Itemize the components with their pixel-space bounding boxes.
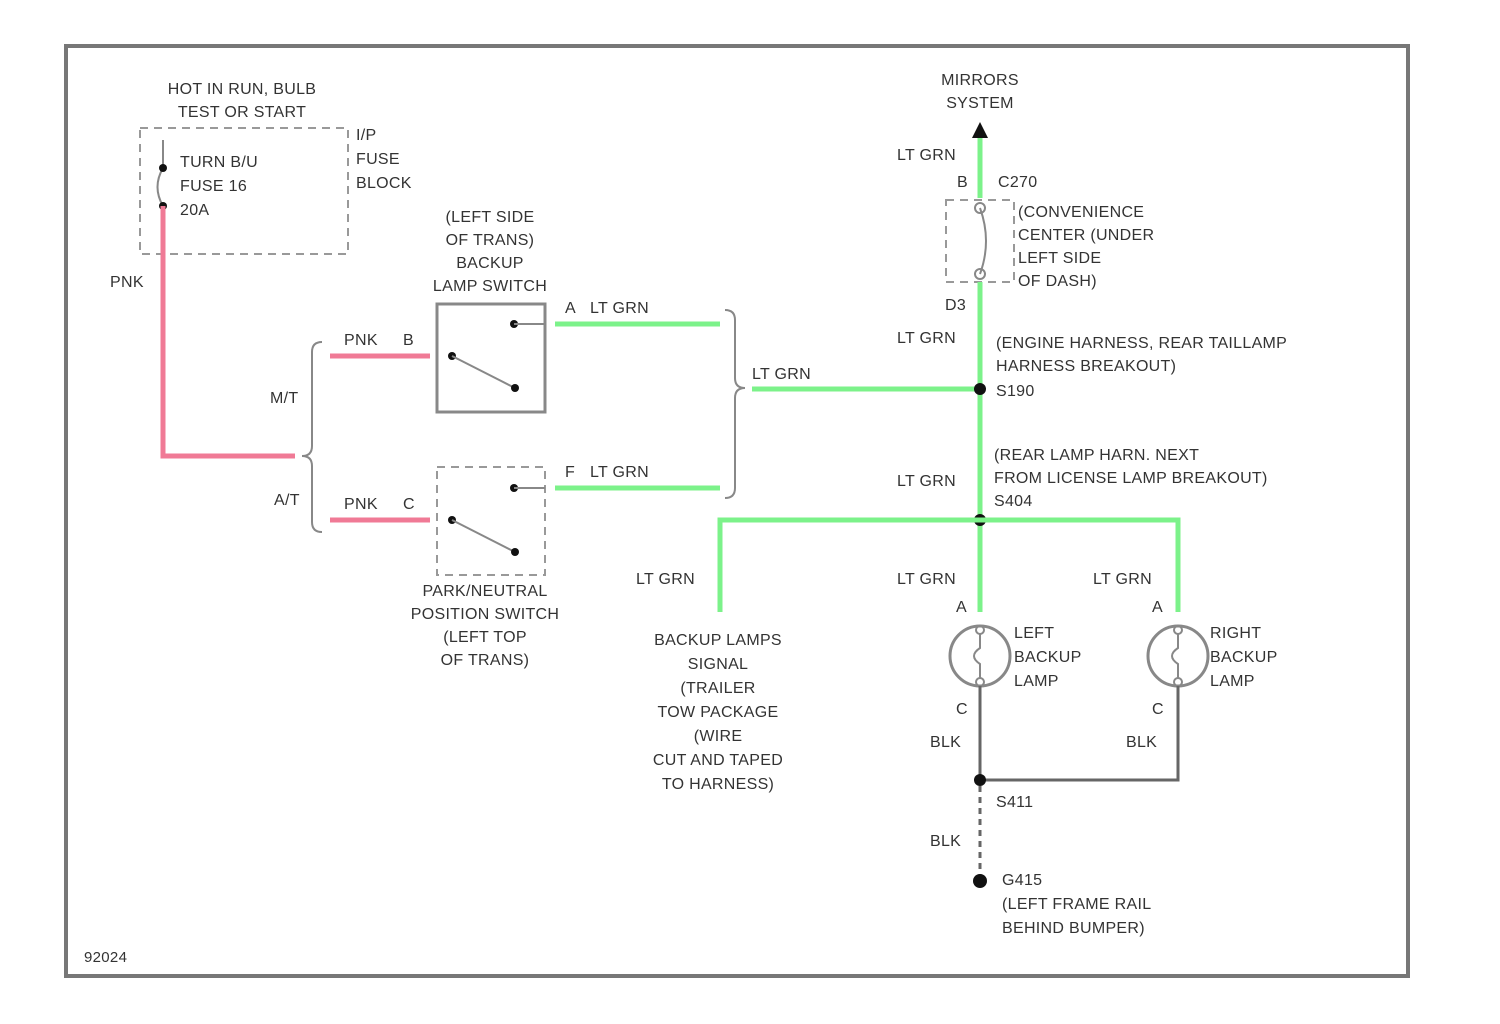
connector-label-line-4: OF DASH) bbox=[1018, 273, 1097, 290]
green-right-lamp-wire bbox=[980, 520, 1178, 612]
right-lamp-filament bbox=[1172, 634, 1178, 678]
mirrors-arrow-icon bbox=[972, 122, 988, 138]
connector-pin-d3: D3 bbox=[945, 297, 966, 314]
blk-right-wire bbox=[980, 686, 1178, 780]
backup-switch-label-line-2: OF TRANS) bbox=[446, 232, 535, 249]
connector-jumper bbox=[980, 208, 986, 274]
pink-main-wire bbox=[163, 206, 295, 456]
blk-left-label: BLK bbox=[930, 734, 961, 751]
pn-switch-pin-c: C bbox=[403, 496, 415, 513]
fuse-terminal-top bbox=[159, 164, 167, 172]
pnk-b-label: PNK bbox=[344, 332, 378, 349]
mirrors-label-line-2: SYSTEM bbox=[946, 95, 1014, 112]
ground-label-line-1: (LEFT FRAME RAIL bbox=[1002, 896, 1151, 913]
mt-label: M/T bbox=[270, 390, 298, 407]
pn-switch-blade-end bbox=[511, 548, 519, 556]
trailer-label-line-4: TOW PACKAGE bbox=[658, 704, 779, 721]
output-brace bbox=[725, 310, 745, 498]
splice-s190 bbox=[974, 383, 986, 395]
backup-switch-label-line-4: LAMP SWITCH bbox=[433, 278, 547, 295]
splice1-label-line-1: (ENGINE HARNESS, REAR TAILLAMP bbox=[996, 335, 1287, 352]
backup-switch-blade bbox=[452, 356, 515, 388]
left-lamp-pin-a: A bbox=[956, 599, 967, 616]
splice2-label-line-1: (REAR LAMP HARN. NEXT bbox=[994, 447, 1199, 464]
backup-switch-pin-b: B bbox=[403, 332, 414, 349]
left-lamp-label-line-1: LEFT bbox=[1014, 625, 1054, 642]
lt-grn-trailer-label: LT GRN bbox=[636, 571, 695, 588]
lt-grn-mid-label: LT GRN bbox=[897, 330, 956, 347]
left-lamp-pin-c: C bbox=[956, 701, 968, 718]
backup-switch-label-line-3: BACKUP bbox=[456, 255, 524, 272]
pn-switch-blade bbox=[452, 520, 515, 552]
blk-right-label: BLK bbox=[1126, 734, 1157, 751]
splice-s411 bbox=[974, 774, 986, 786]
connector-name: C270 bbox=[998, 174, 1037, 191]
fuse-label-line-3: 20A bbox=[180, 202, 209, 219]
connector-label-line-2: CENTER (UNDER bbox=[1018, 227, 1154, 244]
splice1-name: S190 bbox=[996, 383, 1035, 400]
fuse-element bbox=[158, 168, 164, 206]
pn-switch-label-line-4: OF TRANS) bbox=[441, 652, 530, 669]
pnk-c-label: PNK bbox=[344, 496, 378, 513]
pn-switch-label-line-3: (LEFT TOP bbox=[443, 629, 527, 646]
fuse-block-label-line-2: FUSE bbox=[356, 151, 400, 168]
mirrors-label-line-1: MIRRORS bbox=[941, 72, 1019, 89]
green-trailer-wire bbox=[720, 520, 980, 612]
pn-switch-label-line-2: POSITION SWITCH bbox=[411, 606, 560, 623]
diagram-code: 92024 bbox=[84, 949, 127, 966]
pn-switch-pin-f: F bbox=[565, 464, 575, 481]
trailer-label-line-3: (TRAILER bbox=[680, 680, 755, 697]
trailer-label-line-5: (WIRE bbox=[694, 728, 743, 745]
ground-name: G415 bbox=[1002, 872, 1042, 889]
backup-switch-pin-a: A bbox=[565, 300, 576, 317]
fuse-block-label-line-3: BLOCK bbox=[356, 175, 412, 192]
trailer-label-line-1: BACKUP LAMPS bbox=[654, 632, 782, 649]
blk-ground-label: BLK bbox=[930, 833, 961, 850]
lt-grn-f-label: LT GRN bbox=[590, 464, 649, 481]
transmission-brace bbox=[302, 342, 322, 532]
connector-label-line-3: LEFT SIDE bbox=[1018, 250, 1101, 267]
lt-grn-lower-label: LT GRN bbox=[897, 473, 956, 490]
diagram-frame bbox=[66, 46, 1408, 976]
ground-label-line-2: BEHIND BUMPER) bbox=[1002, 920, 1145, 937]
left-lamp-filament bbox=[974, 634, 980, 678]
connector-pin-b: B bbox=[957, 174, 968, 191]
splice2-name: S404 bbox=[994, 493, 1033, 510]
ground-g415 bbox=[973, 874, 987, 888]
trailer-label-line-6: CUT AND TAPED bbox=[653, 752, 783, 769]
fuse-block-label-line-1: I/P bbox=[356, 127, 376, 144]
trailer-label-line-2: SIGNAL bbox=[688, 656, 749, 673]
right-lamp-label-line-2: BACKUP bbox=[1210, 649, 1278, 666]
right-lamp-pin-a: A bbox=[1152, 599, 1163, 616]
power-header-line-2: TEST OR START bbox=[178, 104, 306, 121]
splice-ground-name: S411 bbox=[996, 794, 1033, 811]
lt-grn-join-label: LT GRN bbox=[752, 366, 811, 383]
lt-grn-right-lamp-label: LT GRN bbox=[1093, 571, 1152, 588]
pn-switch-label-line-1: PARK/NEUTRAL bbox=[422, 583, 547, 600]
fuse-label-line-2: FUSE 16 bbox=[180, 178, 247, 195]
splice2-label-line-2: FROM LICENSE LAMP BREAKOUT) bbox=[994, 470, 1268, 487]
pnk-main-label: PNK bbox=[110, 274, 144, 291]
trailer-label-line-7: TO HARNESS) bbox=[662, 776, 774, 793]
connector-label-line-1: (CONVENIENCE bbox=[1018, 204, 1144, 221]
power-header-line-1: HOT IN RUN, BULB bbox=[168, 81, 317, 98]
splice1-label-line-2: HARNESS BREAKOUT) bbox=[996, 358, 1176, 375]
right-lamp-pin-c: C bbox=[1152, 701, 1164, 718]
lt-grn-left-lamp-label: LT GRN bbox=[897, 571, 956, 588]
backup-switch-label-line-1: (LEFT SIDE bbox=[446, 209, 535, 226]
fuse-label-line-1: TURN B/U bbox=[180, 154, 258, 171]
left-lamp-label-line-2: BACKUP bbox=[1014, 649, 1082, 666]
right-lamp-label-line-1: RIGHT bbox=[1210, 625, 1261, 642]
lt-grn-a-label: LT GRN bbox=[590, 300, 649, 317]
at-label: A/T bbox=[274, 492, 300, 509]
lt-grn-top-label: LT GRN bbox=[897, 147, 956, 164]
backup-switch-blade-end bbox=[511, 384, 519, 392]
right-lamp-label-line-3: LAMP bbox=[1210, 673, 1255, 690]
left-lamp-label-line-3: LAMP bbox=[1014, 673, 1059, 690]
